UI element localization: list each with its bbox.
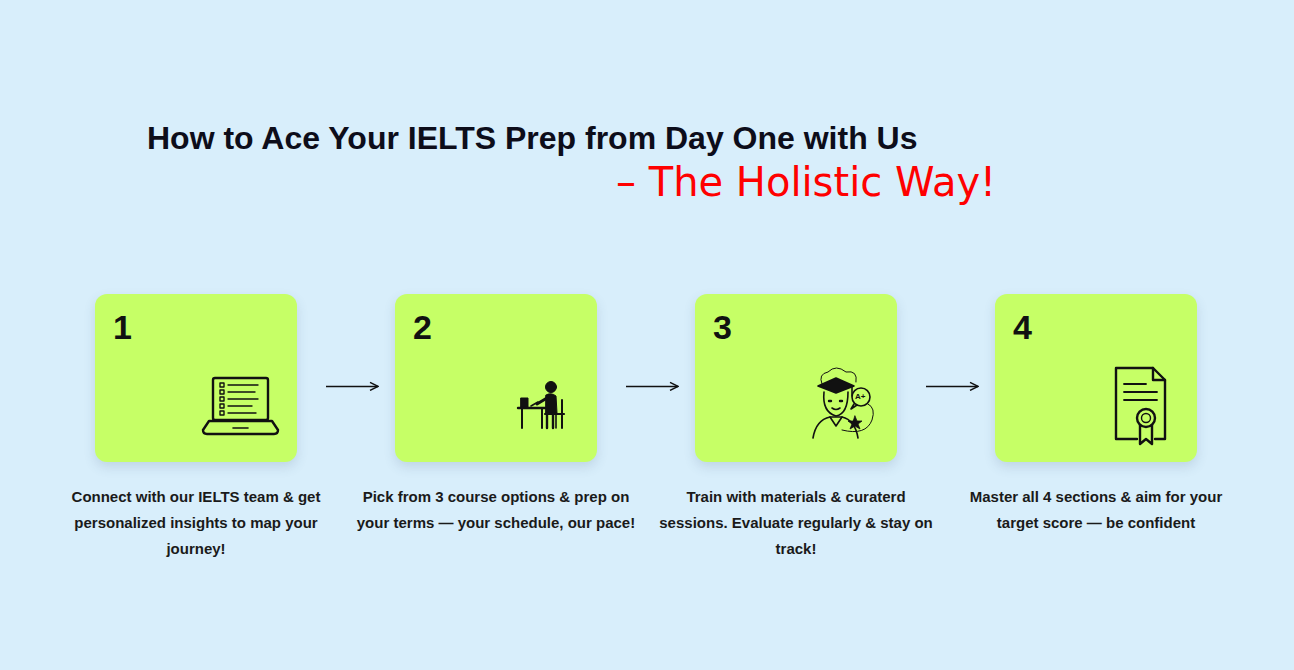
diagram-title: How to Ace Your IELTS Prep from Day One … — [147, 118, 917, 158]
step-box: 4Master all 4 sections & aim for your ta… — [995, 294, 1197, 462]
step-box: 3Train with materials & curaterd session… — [695, 294, 897, 462]
step-description: Pick from 3 course options & prep on you… — [351, 484, 641, 536]
study-desk-icon — [518, 382, 564, 429]
step-number: 2 — [413, 308, 432, 346]
step-description: Connect with our IELTS team & get person… — [51, 484, 341, 562]
step-description: Master all 4 sections & aim for your tar… — [951, 484, 1241, 536]
student-icon — [813, 368, 873, 438]
step-box: 1Connect with our IELTS team & get perso… — [95, 294, 297, 462]
step-number: 1 — [113, 308, 132, 346]
laptop-icon — [203, 378, 278, 434]
flow-arrow — [926, 386, 978, 388]
flow-arrow — [626, 386, 678, 388]
step-description: Train with materials & curaterd sessions… — [651, 484, 941, 562]
certificate-icon — [1116, 368, 1165, 444]
title-accent: – The Holistic Way! — [616, 158, 996, 206]
step-number: 4 — [1013, 308, 1032, 346]
flow-arrow — [326, 386, 378, 388]
step-number: 3 — [713, 308, 732, 346]
grade-mark: A+ — [855, 392, 865, 402]
step-box: 2Pick from 3 course options & prep on yo… — [395, 294, 597, 462]
